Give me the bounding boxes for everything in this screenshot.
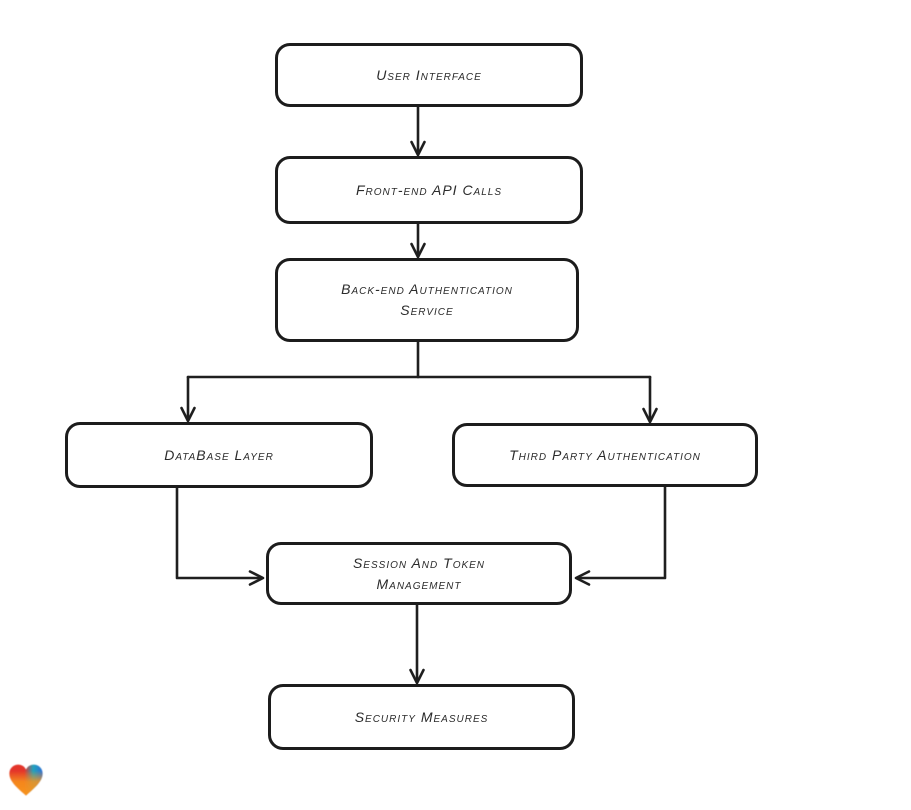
node-label: User Interface bbox=[376, 66, 482, 83]
arrowhead-down-icon bbox=[409, 668, 425, 685]
arrowhead-right-icon bbox=[248, 570, 265, 586]
heart-icon[interactable] bbox=[7, 760, 45, 800]
node-label: Third Party Authentication bbox=[509, 446, 701, 463]
arrowhead-down-icon bbox=[642, 407, 658, 424]
node-label: Security Measures bbox=[354, 708, 489, 725]
node-security-measures[interactable]: Security Measures bbox=[268, 684, 575, 750]
node-back-end-authentication-service[interactable]: Back-end Authentication Service bbox=[275, 258, 579, 342]
node-label: Back-end Authentication Service bbox=[341, 281, 513, 318]
edge-third-party-auth-to-session-token bbox=[576, 485, 667, 580]
arrowhead-down-icon bbox=[180, 406, 196, 423]
node-third-party-authentication[interactable]: Third Party Authentication bbox=[452, 423, 758, 487]
arrowhead-down-icon bbox=[410, 140, 426, 157]
node-user-interface[interactable]: User Interface bbox=[275, 43, 583, 107]
node-label: DataBase Layer bbox=[164, 446, 274, 463]
node-front-end-api-calls[interactable]: Front-end API Calls bbox=[275, 156, 583, 224]
node-label: Session And Token Management bbox=[352, 554, 486, 592]
edge-database-layer-to-session-token bbox=[175, 486, 263, 580]
node-label: Front-end API Calls bbox=[355, 181, 503, 198]
arrowhead-down-icon bbox=[410, 242, 426, 259]
arrowhead-left-icon bbox=[574, 570, 591, 586]
node-database-layer[interactable]: DataBase Layer bbox=[65, 422, 373, 488]
node-session-and-token-management[interactable]: Session And Token Management bbox=[266, 542, 572, 605]
